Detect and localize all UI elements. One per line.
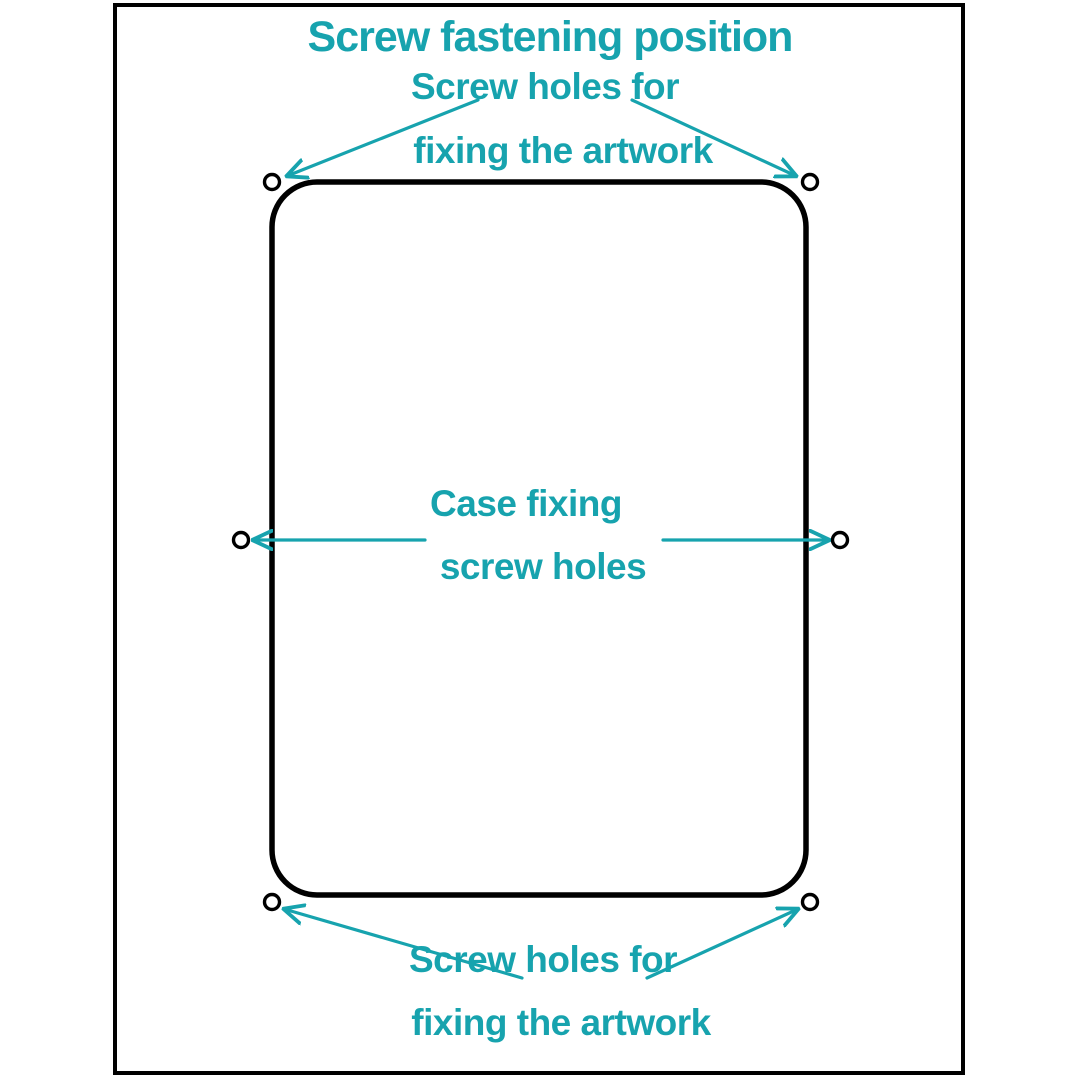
top-callout-line-2: fixing the artwork (413, 130, 713, 171)
screw-hole-bottom-left (262, 892, 282, 912)
center-callout-line-2: screw holes (439, 546, 647, 587)
bottom-callout-line-1: Screw holes for (408, 939, 678, 980)
screw-hole-top-left (262, 172, 282, 192)
top-callout-line-1: Screw holes for (410, 66, 680, 107)
bottom-callout-line-2: fixing the artwork (411, 1002, 711, 1043)
arrow-top-left (287, 98, 480, 176)
screw-hole-group (231, 172, 850, 912)
page-title: Screw fastening position (307, 13, 794, 61)
arrow-top-right (630, 98, 796, 176)
arrow-bottom-left (284, 909, 524, 980)
screw-hole-top-right (800, 172, 820, 192)
arrow-bottom-right (645, 909, 798, 980)
screw-hole-bottom-right (800, 892, 820, 912)
center-callout-line-1: Case fixing (430, 483, 622, 524)
leader-arrow-group (253, 98, 829, 980)
screw-hole-middle-left (231, 530, 251, 550)
screw-hole-middle-right (830, 530, 850, 550)
